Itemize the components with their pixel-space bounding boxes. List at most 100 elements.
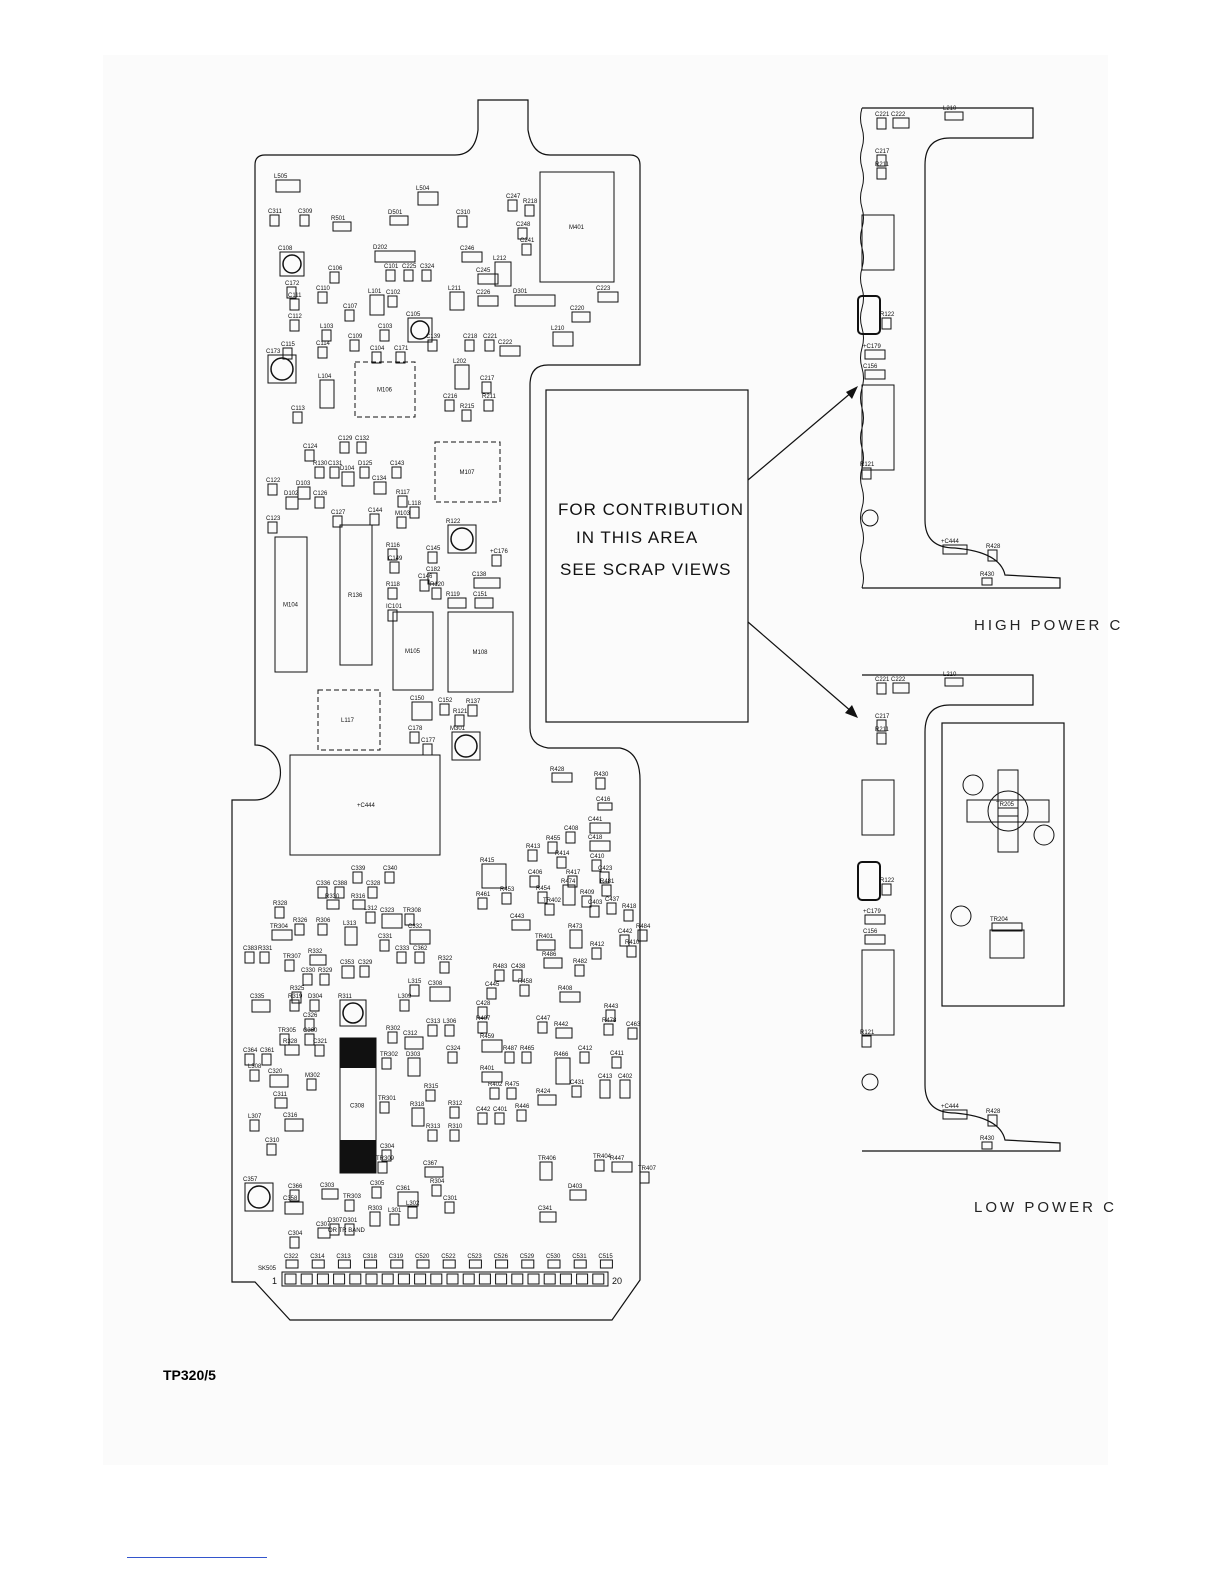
component-c318: C318 <box>363 1254 378 1269</box>
component-label: C303 <box>320 1183 335 1189</box>
component-label: C336 <box>316 881 331 887</box>
component-tr304: TR304 <box>270 924 293 941</box>
component-label: TR407 <box>638 1166 657 1172</box>
component-c364: C364 <box>243 1048 258 1066</box>
component-c406: C406 <box>528 870 543 888</box>
component-r218: R218 <box>523 199 538 217</box>
component-r130: R130 <box>313 461 328 479</box>
component-c220: C220 <box>570 306 591 323</box>
component-c129: C129 <box>338 436 353 454</box>
component-label: R304 <box>430 1179 445 1185</box>
component-label: C364 <box>243 1048 258 1054</box>
component-label: C445 <box>485 982 500 988</box>
component-c324: C324 <box>420 264 435 282</box>
component-r430: R430 <box>980 1136 995 1150</box>
component-label: C523 <box>467 1254 482 1260</box>
component-c303: C303 <box>320 1183 339 1200</box>
component-c330: C330 <box>301 968 316 986</box>
component-c320: C320 <box>268 1069 289 1088</box>
component-c463: C463 <box>626 1022 641 1040</box>
component-r302: R302 <box>386 1026 401 1044</box>
component-label: R430 <box>980 1136 995 1142</box>
component-label: R446 <box>515 1104 530 1110</box>
component-r459: R459 <box>480 1034 503 1053</box>
component-c362: C362 <box>413 946 428 964</box>
component-label: C305 <box>370 1181 385 1187</box>
component-label: L312 <box>364 906 378 912</box>
component-r428: R428 <box>550 767 573 783</box>
component-l101: L101 <box>368 289 385 316</box>
component-label: C222 <box>891 112 906 118</box>
component-label: +C179 <box>863 344 882 350</box>
component-c217: C217 <box>875 714 890 732</box>
component-c333: C333 <box>395 946 410 964</box>
component-c122: C122 <box>266 478 281 496</box>
component-label: TR303 <box>343 1194 362 1200</box>
component-label: C104 <box>370 346 385 352</box>
component-label: C217 <box>480 376 495 382</box>
component-label: R332 <box>308 949 323 955</box>
component-c341: C341 <box>538 1206 557 1223</box>
component-c217: C217 <box>875 149 890 167</box>
component-d301: D301 <box>343 1218 358 1236</box>
component-label: L212 <box>493 256 507 262</box>
component-c151: C151 <box>473 592 494 609</box>
component-r465: R465 <box>520 1046 535 1064</box>
component-label: L308 <box>248 1064 262 1070</box>
scrap-view-low-power <box>857 674 1065 1152</box>
component-label: +C444 <box>941 1104 960 1110</box>
component-c248: C248 <box>516 222 531 240</box>
component-label: C115 <box>281 342 296 348</box>
connector-pin <box>316 1273 329 1285</box>
component-label: C358 <box>283 1196 298 1202</box>
component-label: C217 <box>875 714 890 720</box>
component-label: C226 <box>476 290 491 296</box>
component-label: R215 <box>460 404 475 410</box>
component-d303: D303 <box>406 1052 421 1077</box>
component-label: C324 <box>446 1046 461 1052</box>
component-c408: C408 <box>564 826 579 844</box>
component-label: R475 <box>505 1082 520 1088</box>
component-label: +C179 <box>863 909 882 915</box>
component-label: C401 <box>493 1107 508 1113</box>
component-r312: R312 <box>448 1101 463 1119</box>
component-c410: C410 <box>590 854 605 872</box>
component-c443: C443 <box>510 914 531 931</box>
component-label: C134 <box>372 476 387 482</box>
component-label: R414 <box>555 851 570 857</box>
component-label: M108 <box>473 650 489 656</box>
component-c332: C332 <box>408 924 431 945</box>
component-r117: R117 <box>396 490 411 508</box>
component-label: C221 <box>483 334 498 340</box>
arrow-to-high-power <box>747 391 853 481</box>
component-c146: C146 <box>418 574 433 592</box>
component-label: C323 <box>380 908 395 914</box>
component-c383: C383 <box>243 946 258 964</box>
component-c437: C437 <box>605 897 620 915</box>
component-label: C339 <box>351 866 366 872</box>
component-r319: R319 <box>288 994 303 1012</box>
component-label: R130 <box>313 461 328 467</box>
component-label: C416 <box>596 797 611 803</box>
component-c402: C402 <box>618 1074 633 1099</box>
component-label: +C444 <box>941 539 960 545</box>
component-label: M105 <box>405 649 421 655</box>
component-label: C178 <box>408 726 423 732</box>
component-tr307: TR307 <box>283 954 302 972</box>
component-r215: R215 <box>460 404 475 422</box>
component-tr309: TR309 <box>376 1156 395 1174</box>
component-label: C112 <box>288 314 303 320</box>
component-label: L104 <box>318 374 332 380</box>
component-label: R329 <box>318 968 333 974</box>
component-c179: +C179 <box>863 909 886 925</box>
component-r121: R121 <box>453 709 468 727</box>
component-l117: L117 <box>317 689 381 751</box>
component-label: L309 <box>398 994 412 1000</box>
component-label: L117 <box>341 718 355 724</box>
component-label: L306 <box>443 1019 457 1025</box>
component-c246: C246 <box>460 246 483 263</box>
component-label: R409 <box>580 890 595 896</box>
component-label: C447 <box>536 1016 551 1022</box>
component-r414: R414 <box>555 851 570 869</box>
